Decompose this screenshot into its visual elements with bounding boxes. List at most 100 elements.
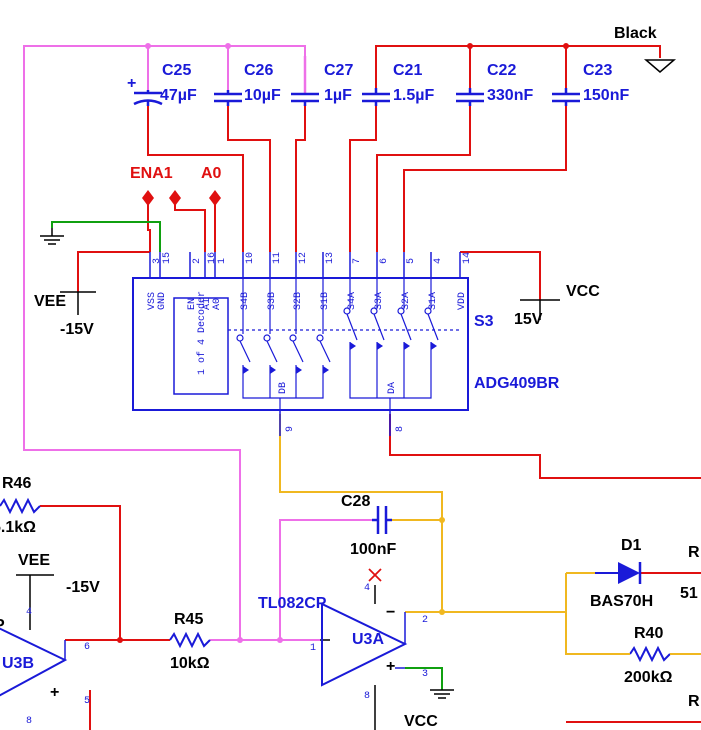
mux-pin-name-s2b: S2B [293, 292, 304, 310]
mux-pin-number-7: 7 [352, 258, 363, 264]
wires-green [51, 221, 443, 690]
no-connect-x-icon [368, 568, 382, 582]
c23-ref: C23 [583, 62, 612, 79]
mux-pin-number-6: 6 [379, 258, 390, 264]
decoder-box [173, 297, 229, 395]
u3a-minus: − [386, 604, 395, 621]
c25-ref: C25 [162, 62, 191, 79]
r46-value: 5.1kΩ [0, 519, 36, 536]
mux-pin-name-gnd: GND [157, 292, 168, 310]
vee-top-name: VEE [34, 293, 66, 310]
db-pin-number: 9 [285, 426, 296, 432]
r45-zigzag [169, 631, 211, 649]
u3a-triangle [321, 602, 408, 687]
mux-pin-number-3: 3 [152, 258, 163, 264]
c25-plus-sign: + [127, 75, 136, 92]
c28-value: 100nF [350, 541, 396, 558]
mux-body [132, 277, 469, 411]
d1-triangle [618, 562, 640, 584]
junction-dots [117, 43, 569, 643]
u3b-triangle [0, 627, 68, 697]
junction-dot [439, 517, 445, 523]
junction-dot [225, 43, 231, 49]
mux-pin-name-s4a: S4A [347, 292, 358, 310]
mux-pin-number-14: 14 [462, 252, 473, 264]
junction-dot [277, 637, 283, 643]
wires-red [40, 45, 701, 730]
r45-ref: R45 [174, 611, 203, 628]
diode-d1 [595, 562, 642, 584]
mux-pin-number-12: 12 [298, 252, 309, 264]
vcc-right-name: VCC [566, 283, 600, 300]
capacitor-c22-symbol [456, 88, 484, 106]
mux-pin-labels: 3VSS15GND2EN16A11A010S4B11S3B12S2B13S1B7… [147, 252, 473, 310]
c23-value: 150nF [583, 87, 629, 104]
ground-symbol-u3a [430, 689, 454, 699]
d1-part: BAS70H [590, 593, 653, 610]
c25-value: 47µF [160, 87, 197, 104]
u3b-pin-right: 5 [84, 696, 90, 707]
u3a-pin-v-top: 4 [364, 583, 370, 594]
junction-dot [439, 609, 445, 615]
vee-bottom-value: -15V [66, 579, 100, 596]
vcc-right-value: 15V [514, 311, 543, 328]
wires-pink [23, 45, 372, 641]
ground-symbol-left [40, 235, 64, 245]
r40-ref: R40 [634, 625, 663, 642]
c27-ref: C27 [324, 62, 353, 79]
partial-p-label: P [0, 617, 5, 634]
junction-dot [237, 637, 243, 643]
mux-pin-number-10: 10 [245, 252, 256, 264]
u3a-pin-minus: 1 [310, 643, 316, 654]
u3b-pin-bot: 8 [26, 716, 32, 727]
c22-value: 330nF [487, 87, 533, 104]
ground-symbol-top-right [643, 59, 677, 73]
junction-dot [563, 43, 569, 49]
decoder-label: 1 of 4 Decoder [196, 291, 208, 375]
r40-zigzag [629, 645, 671, 663]
mux-pin-number-1: 1 [217, 258, 228, 264]
mux-s3: 1 of 4 Decoder DB DA 9 8 [132, 252, 469, 436]
mux-part: ADG409BR [474, 375, 560, 392]
junction-dot [117, 637, 123, 643]
mux-pin-name-s2a: S2A [401, 292, 412, 310]
r40-value: 200kΩ [624, 669, 673, 686]
c26-value: 10µF [244, 87, 281, 104]
mux-pin-name-a1: A1 [202, 298, 213, 310]
da-label: DA [387, 382, 398, 394]
vee-top-value: -15V [60, 321, 94, 338]
partial-r-label-2: R [688, 693, 700, 710]
vcc-bottom-name: VCC [404, 713, 438, 730]
capacitor-c28-symbol [372, 506, 392, 534]
mux-pin-number-16: 16 [207, 252, 218, 264]
mux-pin-number-2: 2 [192, 258, 203, 264]
mux-pin-name-vdd: VDD [457, 292, 468, 310]
a0-label: A0 [201, 165, 222, 182]
r45-value: 10kΩ [170, 655, 210, 672]
r46-ref: R46 [2, 475, 31, 492]
mux-pin-number-13: 13 [325, 252, 336, 264]
mux-pin-name-en: EN [187, 298, 198, 310]
u3a-pin-out: 2 [422, 615, 428, 626]
mux-pin-name-vss: VSS [147, 292, 158, 310]
mux-pin-number-4: 4 [433, 258, 444, 264]
opamp-u3a: − + U3A 1 2 3 4 8 [310, 568, 428, 702]
mux-pin-number-15: 15 [162, 252, 173, 264]
mux-pin-name-s1b: S1B [320, 292, 331, 310]
r46-zigzag [0, 497, 41, 515]
mux-pin-name-s4b: S4B [240, 292, 251, 310]
wires-black [16, 228, 560, 730]
da-pin-number: 8 [395, 426, 406, 432]
mux-pin-name-s3b: S3B [267, 292, 278, 310]
c27-value: 1µF [324, 87, 352, 104]
capacitor-c23-symbol [552, 88, 580, 106]
c21-ref: C21 [393, 62, 422, 79]
capacitor-c25-symbol [133, 90, 163, 106]
u3a-ref: U3A [352, 631, 384, 648]
u3a-pin-v-bot: 8 [364, 691, 370, 702]
c28-ref: C28 [341, 493, 370, 510]
capacitors [133, 56, 580, 534]
u3b-ref: U3B [2, 655, 34, 672]
u3a-plus: + [386, 658, 395, 675]
mux-pin-name-s1a: S1A [428, 292, 439, 310]
